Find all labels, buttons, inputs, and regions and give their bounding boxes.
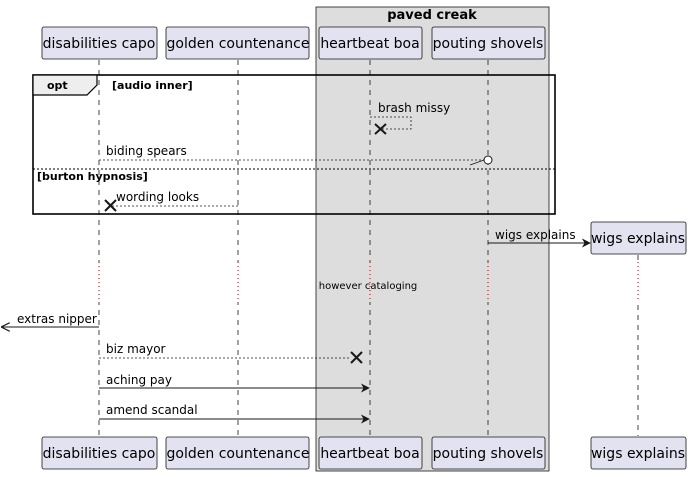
fragment-operator: opt: [47, 79, 68, 92]
participant-label: disabilities capo: [43, 36, 156, 52]
message-brash-missy: brash missy: [370, 101, 450, 135]
participant-label: heartbeat boa: [320, 446, 419, 462]
delay-gap: however cataloging: [94, 262, 643, 302]
lifelines: [98, 60, 639, 436]
participant-disabilities-capo-bottom[interactable]: disabilities capo: [41, 436, 158, 470]
participant-heartbeat-boa-bottom[interactable]: heartbeat boa: [318, 436, 423, 470]
message-label: biding spears: [106, 144, 187, 158]
participant-disabilities-capo-top[interactable]: disabilities capo: [41, 26, 158, 60]
message-label: aching pay: [106, 373, 172, 387]
message-wigs-explains: wigs explains: [488, 228, 591, 248]
message-aching-pay: aching pay: [99, 373, 370, 393]
fragment-guard-1: [audio inner]: [112, 79, 193, 92]
participant-label: pouting shovels: [433, 446, 544, 462]
message-label: amend scandal: [106, 403, 198, 417]
message-biding-spears: biding spears: [99, 144, 493, 166]
participant-golden-countenance-top[interactable]: golden countenance: [165, 26, 310, 60]
fragment-guard-2: [burton hypnosis]: [37, 170, 148, 183]
participant-label: golden countenance: [167, 36, 310, 52]
destroy-icon: [104, 199, 117, 212]
destroy-icon: [374, 123, 387, 135]
message-label: brash missy: [378, 101, 450, 115]
message-label: biz mayor: [106, 342, 166, 356]
group-box-paved-creak: [315, 6, 550, 472]
message-label: wigs explains: [495, 228, 576, 242]
message-biz-mayor: biz mayor: [99, 342, 363, 364]
destroy-icon: [350, 351, 363, 364]
participant-heartbeat-boa-top[interactable]: heartbeat boa: [318, 26, 423, 60]
participant-label: golden countenance: [167, 446, 310, 462]
participant-label: wigs explains: [591, 231, 685, 247]
participant-label: pouting shovels: [433, 36, 544, 52]
message-label: extras nipper: [17, 312, 97, 326]
opt-fragment: opt [audio inner] [burton hypnosis]: [32, 74, 556, 215]
participant-label: heartbeat boa: [320, 36, 419, 52]
participant-label: disabilities capo: [43, 446, 156, 462]
participant-wigs-explains-top[interactable]: wigs explains: [590, 221, 687, 255]
message-wording-looks: wording looks: [104, 190, 238, 212]
message-extras-nipper: extras nipper: [2, 312, 99, 327]
participant-pouting-shovels-top[interactable]: pouting shovels: [431, 26, 546, 60]
lost-message-circle-icon: [483, 155, 493, 165]
participant-pouting-shovels-bottom[interactable]: pouting shovels: [431, 436, 546, 470]
message-amend-scandal: amend scandal: [99, 403, 370, 424]
delay-label: however cataloging: [319, 281, 418, 292]
message-label: wording looks: [116, 190, 199, 204]
group-box-title: paved creak: [387, 8, 477, 23]
participant-golden-countenance-bottom[interactable]: golden countenance: [165, 436, 310, 470]
participant-label: wigs explains: [591, 446, 685, 462]
participant-wigs-explains-bottom[interactable]: wigs explains: [590, 436, 687, 470]
